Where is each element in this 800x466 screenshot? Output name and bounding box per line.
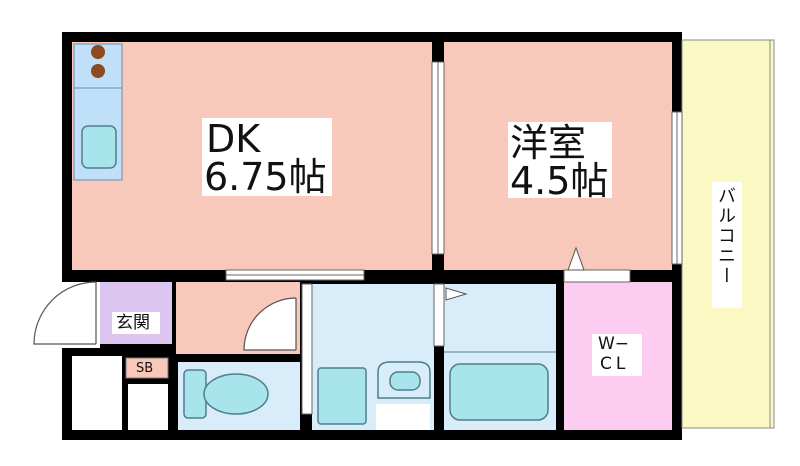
dk-size-label: 6.75帖 [204,155,327,199]
stove-burner-icon [91,64,105,78]
western-size-label: 4.5帖 [510,159,609,203]
storage [72,356,122,430]
door-swing [243,297,297,351]
dk-name-label: DK [206,117,261,161]
balcony-label: バルコニー [715,186,736,286]
kitchen-sink-icon [81,125,117,169]
washing-machine-icon [317,367,367,425]
closet-label-line2: CL [600,354,630,374]
toilet-bowl-icon [203,373,269,415]
closet-label-line1: W− [598,334,630,354]
toilet-tank-icon [183,369,207,419]
shoe-box-label: SB [136,361,154,376]
entrance-door-swing [33,281,97,345]
bathroom-door [433,283,445,347]
storage [128,384,168,430]
door-arrow-icon [567,246,585,271]
stove-burner-icon [91,45,105,59]
bathtub-icon [449,363,549,421]
shoe-box [125,357,169,379]
sliding-door [301,283,313,415]
door-arrow-icon [445,287,468,301]
entrance-label: 玄関 [116,313,150,333]
western-name-label: 洋室 [510,121,587,165]
